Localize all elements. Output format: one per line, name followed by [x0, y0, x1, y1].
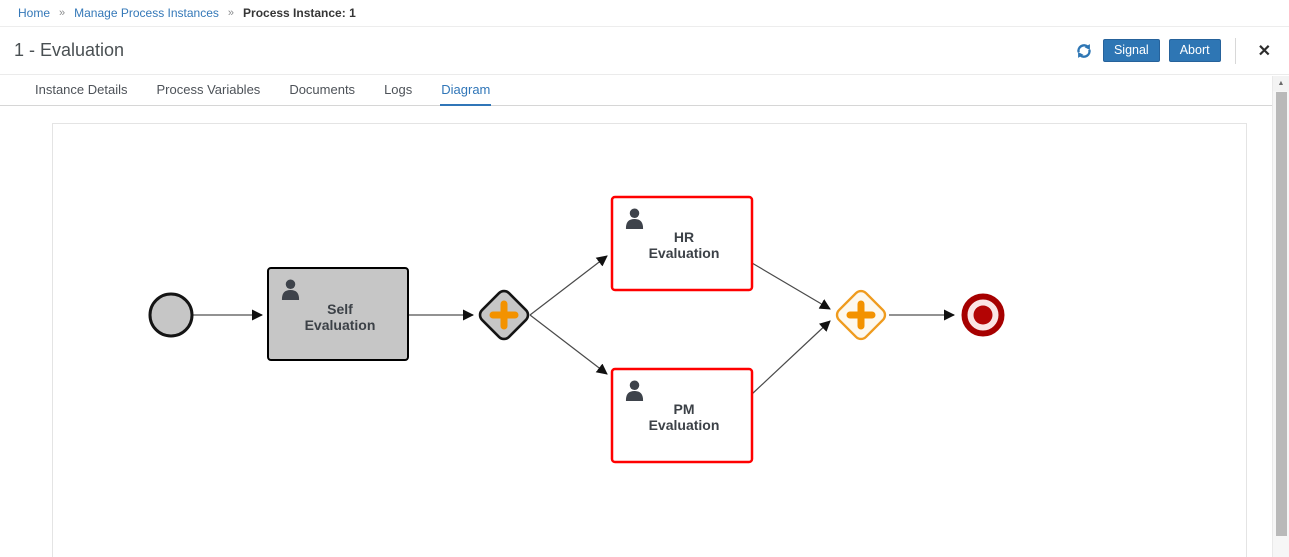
breadcrumb-current: Process Instance: 1 [243, 6, 356, 20]
svg-text:Self: Self [327, 301, 353, 317]
vertical-scrollbar[interactable]: ▲ [1272, 76, 1289, 557]
breadcrumb-link-manage-process-instances[interactable]: Manage Process Instances [74, 6, 219, 20]
tab-logs[interactable]: Logs [384, 82, 413, 97]
svg-text:Evaluation: Evaluation [305, 317, 376, 333]
actions-divider [1234, 37, 1236, 64]
close-icon[interactable]: ✕ [1252, 41, 1277, 61]
plus-icon [846, 300, 876, 330]
svg-text:Evaluation: Evaluation [649, 245, 720, 261]
tab-diagram[interactable]: Diagram [440, 75, 492, 106]
title-actions: Signal Abort ✕ [1074, 37, 1277, 64]
start-event-node [148, 292, 194, 338]
end-event-node [961, 293, 1005, 337]
abort-button[interactable]: Abort [1168, 39, 1221, 62]
page-title: 1 - Evaluation [14, 40, 125, 60]
plus-icon [489, 300, 519, 330]
parallel-gateway-converge-node [835, 289, 887, 341]
scrollbar-up-arrow-icon[interactable]: ▲ [1273, 76, 1289, 91]
instance-tabs: Instance Details Process Variables Docum… [0, 75, 1272, 106]
flow-hr-to-gateway [751, 262, 831, 310]
refresh-icon[interactable] [1074, 41, 1094, 61]
tab-documents[interactable]: Documents [289, 82, 356, 97]
breadcrumb-link-home[interactable]: Home [18, 6, 51, 20]
signal-button[interactable]: Signal [1102, 39, 1160, 62]
refresh-icon-glyph [1077, 43, 1091, 58]
flow-pm-to-gateway [751, 320, 831, 395]
svg-text:Evaluation: Evaluation [649, 417, 720, 433]
task-hr-evaluation: HR Evaluation [610, 195, 754, 292]
process-diagram-panel: Self Evaluation HR Evaluation [52, 123, 1247, 557]
tab-process-variables[interactable]: Process Variables [156, 82, 261, 97]
breadcrumb-separator-icon: » [59, 7, 66, 19]
breadcrumb: Home » Manage Process Instances » Proces… [0, 0, 1289, 27]
task-self-evaluation: Self Evaluation [267, 267, 409, 361]
bpmn-diagram: Self Evaluation HR Evaluation [148, 195, 1005, 464]
scrollbar-thumb[interactable] [1276, 92, 1287, 536]
instance-title-bar: 1 - Evaluation Signal Abort ✕ [0, 27, 1289, 75]
task-pm-evaluation: PM Evaluation [610, 367, 754, 464]
flow-gateway-to-pm [529, 314, 608, 375]
tab-content: Self Evaluation HR Evaluation [0, 106, 1272, 557]
tab-instance-details[interactable]: Instance Details [35, 82, 128, 97]
breadcrumb-separator-icon: » [227, 7, 235, 19]
flow-gateway-to-hr [529, 255, 608, 316]
parallel-gateway-diverge-node [478, 289, 530, 341]
svg-text:PM: PM [674, 401, 695, 417]
svg-text:HR: HR [674, 229, 694, 245]
sequence-flows [193, 255, 955, 395]
